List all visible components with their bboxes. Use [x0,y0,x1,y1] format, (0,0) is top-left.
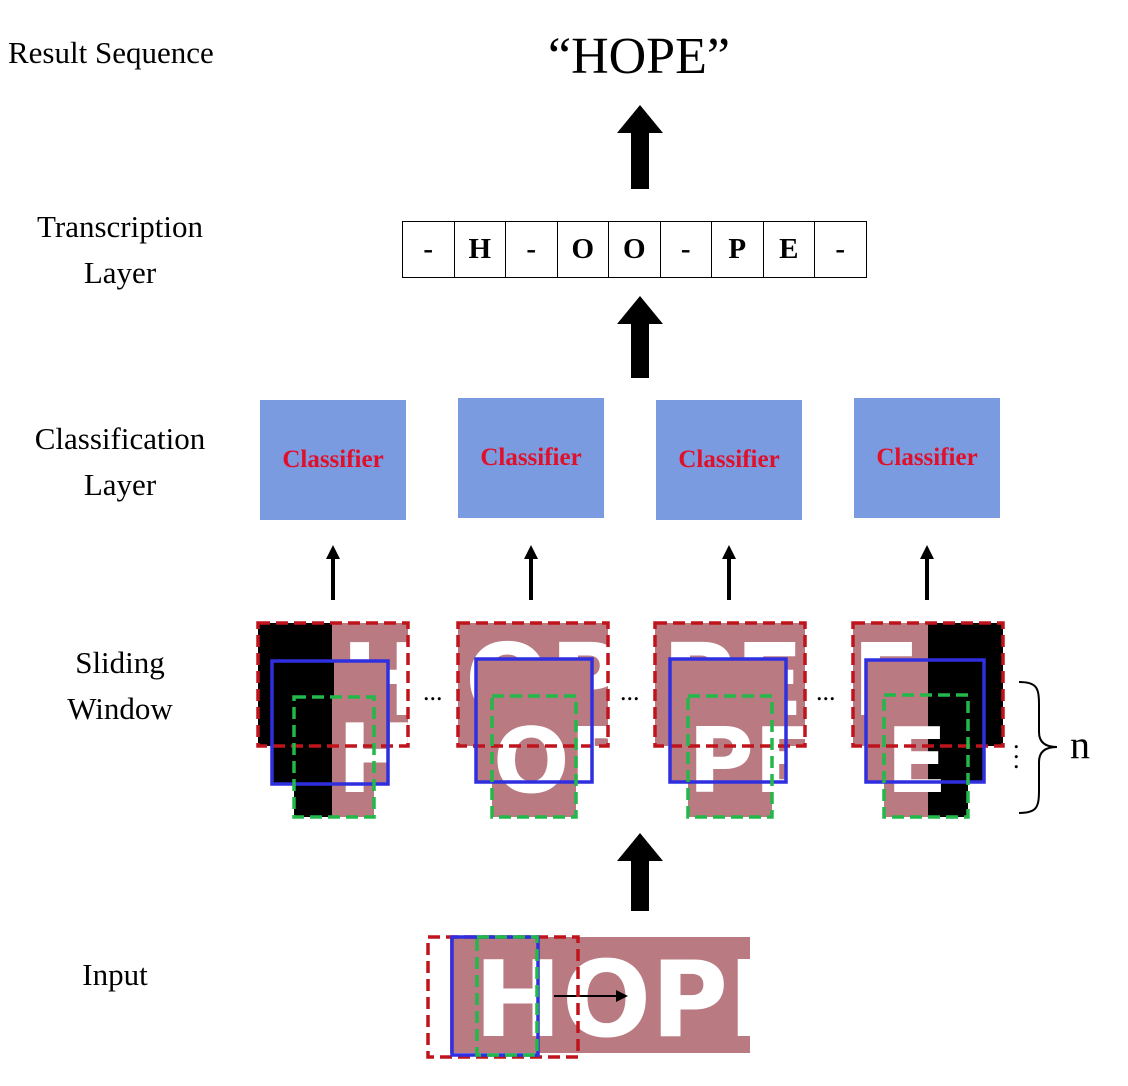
window-inner-letters: OP [493,709,615,814]
classifier-box: Classifier [458,398,604,518]
label-transcription-layer: Transcription Layer [10,204,230,296]
classifier-label: Classifier [282,446,384,473]
arrow-up-icon [920,545,934,600]
transcription-cell: - [661,222,712,277]
transcription-cell: H [455,222,506,277]
transcription-cell: O [609,222,661,277]
arrow-up-icon [617,833,663,911]
ellipsis: ... [816,677,836,706]
label-sliding-line2: Window [67,691,173,726]
arrow-up-icon [524,545,538,600]
label-transcription-line1: Transcription [37,209,203,244]
input-image: HOPE [426,935,754,1061]
input-word: HOPE [474,939,754,1061]
window-inner-letters: E [886,709,947,814]
window-inner-letters: H [337,705,415,815]
transcription-cell: - [835,233,846,265]
arrow-up-icon [722,545,736,600]
label-sliding-window: Sliding Window [10,640,230,732]
label-sliding-line1: Sliding [75,645,165,680]
classifier-box: Classifier [260,400,406,520]
sliding-window-2: OP OP [456,621,615,819]
arrow-up-icon [617,105,663,189]
label-transcription-line2: Layer [83,255,157,290]
transcription-cell: P [712,222,764,277]
label-input: Input [82,957,148,992]
classifier-box: Classifier [656,400,802,520]
transcription-cell: - [506,222,558,277]
window-inner-letters: PE [688,709,812,814]
n-label: n [1070,722,1090,767]
classifier-box: Classifier [854,398,1000,518]
transcription-cell: - [403,222,455,277]
ellipsis: ... [423,677,443,706]
classifier-label: Classifier [480,444,582,471]
arrow-up-icon [617,296,663,378]
arrow-up-icon [326,545,340,600]
transcription-cell: O [558,222,609,277]
result-sequence-text: “HOPE” [548,28,730,85]
sliding-window-4: E E [851,621,1005,819]
label-classification-line2: Layer [83,467,157,502]
ellipsis: ... [620,677,640,706]
transcription-sequence: - H - O O - P E - [402,221,867,278]
sliding-window-1: HO H [256,621,415,819]
label-classification-line1: Classification [34,421,206,456]
sliding-window-3: PE PE [653,621,812,819]
vertical-ellipsis: ... [1013,725,1020,774]
brace-icon [1018,681,1058,814]
transcription-cell: E [764,222,815,277]
classifier-label: Classifier [678,446,780,473]
label-result-sequence: Result Sequence [8,35,214,70]
label-classification-layer: Classification Layer [10,416,230,508]
classifier-label: Classifier [876,444,978,471]
